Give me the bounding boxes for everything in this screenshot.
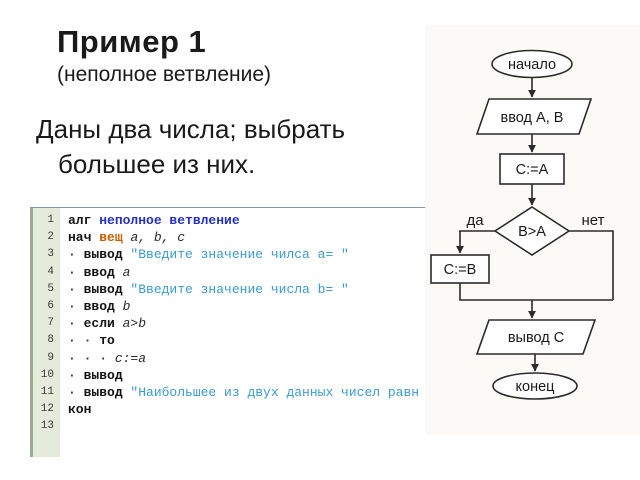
line-number: 4: [47, 265, 54, 278]
code-line: [68, 418, 447, 435]
end-node: [492, 372, 578, 400]
line-number: 12: [40, 403, 54, 416]
code-segment-dot: · ·: [68, 333, 100, 349]
assign-a-node-label: C:=A: [516, 162, 549, 178]
code-line: · ввод a: [68, 264, 447, 281]
code-segment-kw: вывод: [83, 367, 131, 383]
code-segment-dot: ·: [68, 298, 84, 314]
input-node: [475, 98, 593, 135]
code-segment-dot: · · ·: [68, 350, 115, 366]
code-segment-var: c:=a: [114, 350, 147, 366]
line-number: 5: [47, 282, 54, 295]
flowchart: начало ввод A, B C:=A B>A да нет C:=B вы…: [425, 25, 640, 435]
code-segment-var: a>b: [122, 316, 147, 332]
code-segment-kw: ввод: [83, 298, 123, 314]
title-block: Пример 1 (неполное ветвление): [57, 24, 271, 88]
code-line: · вывод "Введите значение числа b= ": [68, 281, 447, 298]
code-line: · если a>b: [68, 315, 447, 332]
code-segment-str: "Введите значение чилса a= ": [130, 247, 349, 263]
code-segment-dot: ·: [68, 316, 84, 332]
code-segment-str: "Введите значение числа b= ": [130, 281, 349, 297]
code-segment-var: a, b, c: [130, 230, 186, 246]
start-node: [491, 49, 573, 79]
page-title: Пример 1: [57, 24, 207, 59]
code-segment-dot: ·: [68, 384, 84, 400]
code-segment-var: b: [122, 298, 131, 314]
line-number: 10: [40, 368, 54, 381]
code-line: · вывод "Введите значение чилса a= ": [68, 246, 447, 263]
line-number: 13: [40, 420, 54, 433]
code-line: · вывод "Наибольшее из двух данных чисел…: [68, 384, 447, 401]
assign-a-node: [499, 153, 565, 185]
code-line: · вывод: [68, 367, 447, 384]
page-subtitle: (неполное ветвление): [57, 63, 272, 86]
code-segment-kw: алг: [68, 213, 100, 228]
condition-node-label: B>A: [518, 224, 546, 240]
code-line: · · · c:=a: [68, 350, 447, 367]
code-segment-kw: то: [99, 333, 115, 349]
line-number: 8: [47, 334, 54, 347]
code-line: · ввод b: [68, 298, 447, 315]
assign-b-node: [430, 254, 490, 284]
input-node-label: ввод A, B: [501, 110, 564, 126]
no-branch-label: нет: [582, 212, 605, 229]
line-number: 6: [47, 299, 54, 312]
code-segment-kw: ввод: [83, 264, 123, 280]
code-segment-kw: вывод: [83, 247, 131, 263]
code-segment-var: a: [122, 264, 131, 280]
condition-node: [493, 206, 571, 256]
code-segment-name: неполное ветвление: [99, 213, 240, 228]
line-number: 3: [47, 248, 54, 261]
code-segment-dot: ·: [68, 264, 84, 280]
output-node: [475, 319, 597, 355]
code-segment-kw: нач: [68, 230, 100, 246]
line-number: 9: [47, 351, 54, 364]
code-segment-kw: если: [83, 316, 123, 332]
no-branch-line: [569, 230, 614, 300]
task-text-line1: Даны два числа; выбрать: [36, 114, 346, 144]
end-node-label: конец: [516, 379, 555, 395]
output-node-label: вывод C: [508, 330, 564, 346]
line-number: 7: [47, 317, 54, 330]
yes-branch-label: да: [466, 212, 484, 229]
code-line: алг неполное ветвление: [68, 212, 447, 229]
task-text-line2: большее из них.: [58, 149, 256, 179]
assign-b-node-label: C:=B: [444, 262, 477, 278]
line-number: 11: [40, 385, 54, 398]
code-segment-dot: ·: [68, 367, 84, 383]
line-number: 1: [47, 214, 54, 226]
code-segment-kw: кон: [68, 402, 92, 418]
code-segment-type: вещ: [99, 230, 131, 246]
code-segment-dot: ·: [68, 247, 84, 263]
code-line: кон: [68, 401, 447, 418]
code-segment-dot: ·: [68, 281, 84, 297]
code-segment-str: "Наибольшее из двух данных чисел равн: [130, 384, 420, 400]
merge-line: [459, 283, 613, 301]
start-node-label: начало: [508, 57, 556, 73]
code-line: нач вещ a, b, c: [68, 229, 447, 246]
code-segment-kw: вывод: [83, 281, 131, 297]
task-text: Даны два числа; выбрать большее из них.: [36, 112, 345, 182]
line-number: 2: [47, 231, 54, 244]
code-line: · · то: [68, 332, 447, 349]
code-segment-kw: вывод: [83, 384, 131, 400]
